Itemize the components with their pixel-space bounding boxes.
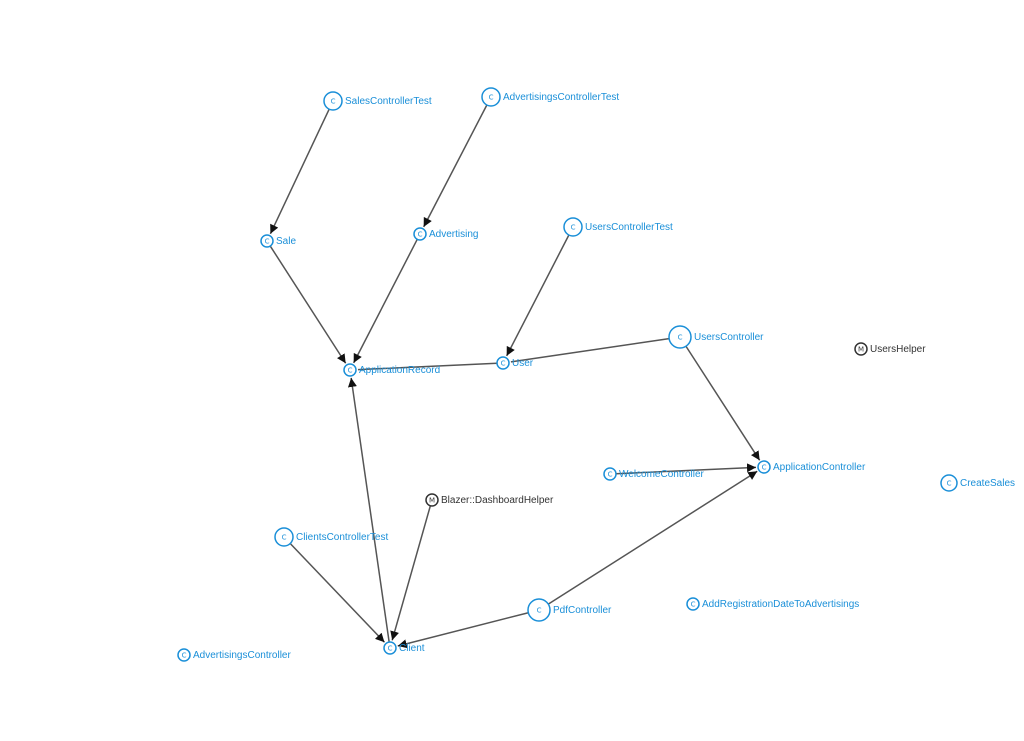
class-node-icon <box>527 598 551 622</box>
edge-pdfcontroller-to-applicationcontroller <box>547 470 758 605</box>
graph-node[interactable]: C Client <box>383 641 425 655</box>
class-node-icon <box>383 641 397 655</box>
node-type-letter: C <box>489 94 494 102</box>
node-label: User <box>512 358 534 369</box>
module-node-icon <box>854 342 868 356</box>
graph-node[interactable]: C UsersControllerTest <box>563 217 673 237</box>
graph-node[interactable]: C Advertising <box>413 227 478 241</box>
node-label: Client <box>399 643 425 654</box>
class-node-icon <box>413 227 427 241</box>
node-label: SalesControllerTest <box>345 96 432 107</box>
class-node-icon <box>260 234 274 248</box>
node-label: ClientsControllerTest <box>296 532 388 543</box>
node-type-letter: C <box>571 224 576 232</box>
node-type-letter: M <box>858 346 864 354</box>
edge-clientscontrollertest-to-client <box>289 542 386 643</box>
edge-userscontrollertest-to-user <box>505 234 570 357</box>
node-type-letter: M <box>429 497 435 505</box>
class-node-icon <box>177 648 191 662</box>
node-type-letter: C <box>388 645 393 653</box>
node-label: CreateSales <box>960 478 1015 489</box>
node-type-letter: C <box>265 238 270 246</box>
graph-node[interactable]: M Blazer::DashboardHelper <box>425 493 554 507</box>
graph-node[interactable]: M UsersHelper <box>854 342 926 356</box>
node-type-letter: C <box>537 607 542 615</box>
node-type-letter: C <box>608 471 613 479</box>
node-type-letter: C <box>182 652 187 660</box>
graph-node[interactable]: C AdvertisingsController <box>177 648 291 662</box>
edge-user-to-applicationrecord <box>357 362 498 371</box>
edge-pdfcontroller-to-client <box>397 611 529 649</box>
node-type-letter: C <box>331 98 336 106</box>
node-type-letter: C <box>418 231 423 239</box>
node-label: Sale <box>276 236 296 247</box>
node-label: AdvertisingsControllerTest <box>503 92 619 103</box>
class-node-icon <box>496 356 510 370</box>
node-type-letter: C <box>947 480 952 488</box>
node-type-letter: C <box>282 534 287 542</box>
class-node-icon <box>274 527 294 547</box>
class-node-icon <box>603 467 617 481</box>
edge-salescontrollertest-to-sale <box>269 108 330 235</box>
graph-node[interactable]: C AdvertisingsControllerTest <box>481 87 619 107</box>
node-label: ApplicationRecord <box>359 365 440 376</box>
edge-advertisingscontrollertest-to-advertising <box>423 104 488 228</box>
class-node-icon <box>686 597 700 611</box>
edge-welcomecontroller-to-applicationcontroller <box>615 463 757 475</box>
class-node-icon <box>343 363 357 377</box>
node-type-letter: C <box>501 360 506 368</box>
graph-node[interactable]: C CreateSales <box>940 474 1015 492</box>
graph-node[interactable]: C ClientsControllerTest <box>274 527 388 547</box>
graph-node[interactable]: C PdfController <box>527 598 612 622</box>
class-node-icon <box>563 217 583 237</box>
graph-node[interactable]: C WelcomeController <box>603 467 705 481</box>
graph-node[interactable]: C UsersController <box>668 325 764 349</box>
node-label: WelcomeController <box>619 469 705 480</box>
graph-node[interactable]: C Sale <box>260 234 296 248</box>
node-label: Blazer::DashboardHelper <box>441 495 554 506</box>
node-label: PdfController <box>553 605 612 616</box>
class-node-icon <box>323 91 343 111</box>
node-type-letter: C <box>691 601 696 609</box>
graph-node[interactable]: C User <box>496 356 534 370</box>
edge-blazerdashboardhelper-to-client <box>390 505 432 641</box>
edge-userscontroller-to-applicationcontroller <box>685 345 761 461</box>
node-label: UsersHelper <box>870 344 926 355</box>
node-type-letter: C <box>678 334 683 342</box>
node-label: UsersControllerTest <box>585 222 673 233</box>
node-label: AdvertisingsController <box>193 650 291 661</box>
class-node-icon <box>940 474 958 492</box>
edge-userscontroller-to-user <box>510 337 670 363</box>
class-node-icon <box>668 325 692 349</box>
node-label: AddRegistrationDateToAdvertisings <box>702 599 859 610</box>
edge-layer <box>269 104 761 649</box>
node-type-letter: C <box>762 464 767 472</box>
graph-node[interactable]: C SalesControllerTest <box>323 91 432 111</box>
edge-advertising-to-applicationrecord <box>352 238 418 364</box>
node-label: ApplicationController <box>773 462 866 473</box>
graph-node[interactable]: C ApplicationController <box>757 460 866 474</box>
edge-sale-to-applicationrecord <box>269 245 347 364</box>
graph-node[interactable]: C AddRegistrationDateToAdvertisings <box>686 597 859 611</box>
class-node-icon <box>481 87 501 107</box>
node-label: Advertising <box>429 229 478 240</box>
graph-node[interactable]: C ApplicationRecord <box>343 363 440 377</box>
node-label: UsersController <box>694 332 764 343</box>
edge-client-to-applicationrecord <box>347 377 390 643</box>
class-node-icon <box>757 460 771 474</box>
node-type-letter: C <box>348 367 353 375</box>
module-node-icon <box>425 493 439 507</box>
